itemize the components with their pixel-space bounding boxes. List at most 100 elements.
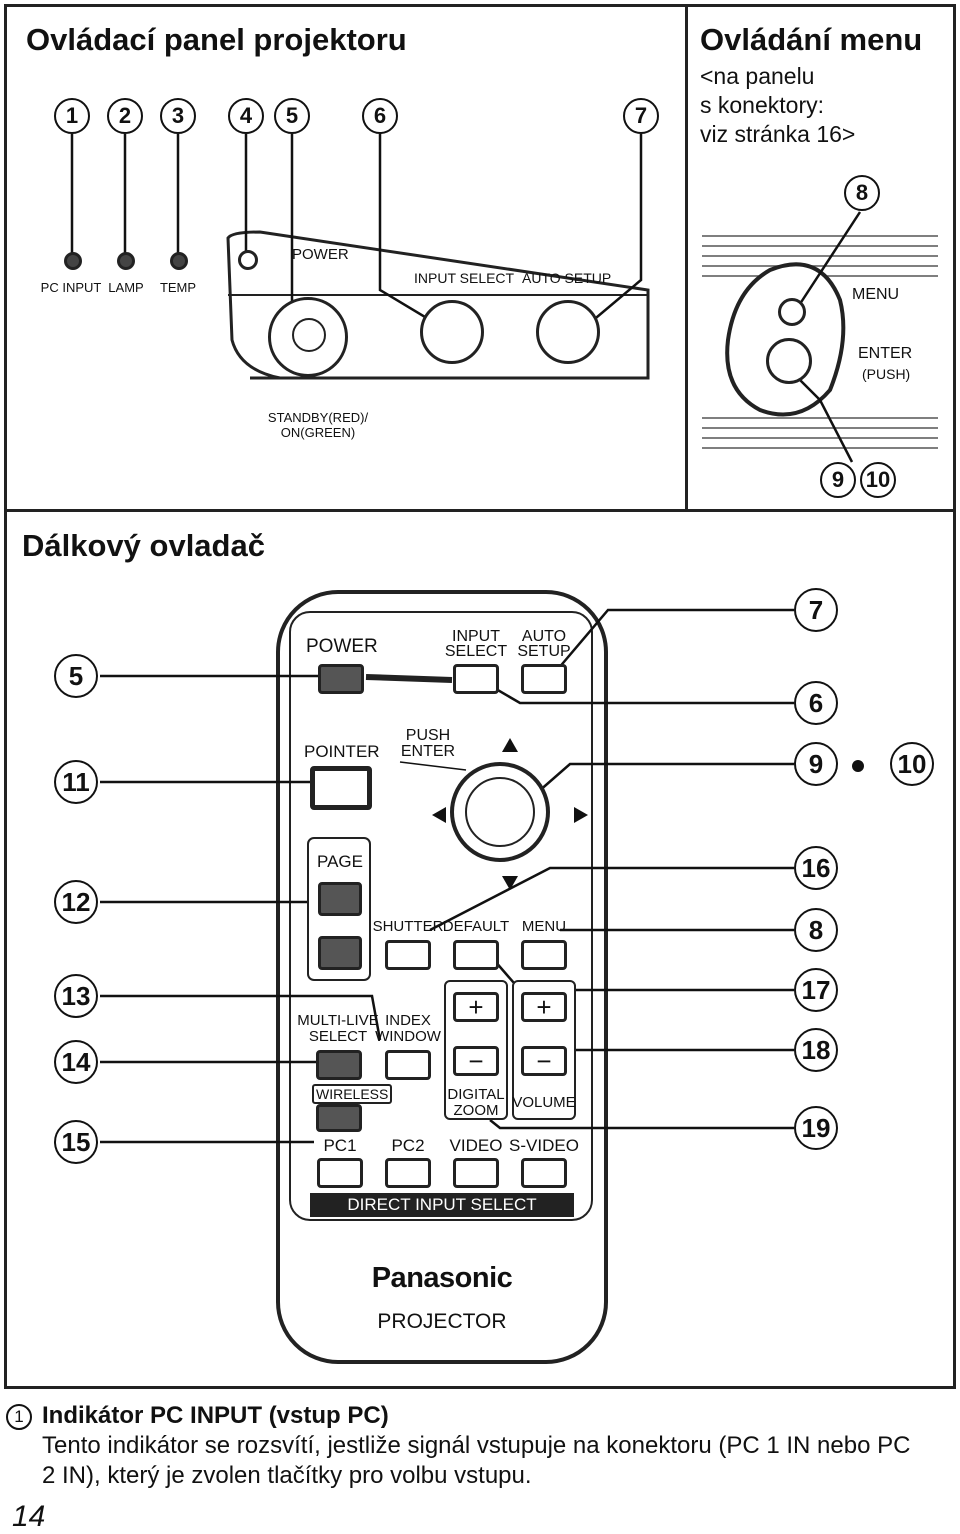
- remote-video-label: VIDEO: [449, 1136, 503, 1155]
- pc-input-label: PC INPUT: [40, 280, 102, 295]
- remote-page-label: PAGE: [317, 852, 363, 871]
- callout-remote-8: 8: [794, 908, 838, 952]
- remote-digital-label-2: ZOOM: [453, 1102, 499, 1119]
- remote-pointer-button[interactable]: [310, 766, 372, 810]
- panel-auto-setup-label: AUTO SETUP: [522, 270, 612, 286]
- remote-push-label: PUSH: [405, 727, 451, 744]
- panel-power-button[interactable]: [268, 297, 348, 377]
- panel-menu-button[interactable]: [778, 298, 806, 326]
- callout-remote-5: 5: [54, 654, 98, 698]
- desc-callout-1: 1: [6, 1404, 32, 1430]
- callout-6: 6: [362, 98, 398, 134]
- remote-wireless-button[interactable]: [316, 1104, 362, 1132]
- remote-index-label-2: WINDOW: [375, 1028, 441, 1045]
- panel-auto-setup-button[interactable]: [536, 300, 600, 364]
- callout-remote-12: 12: [54, 880, 98, 924]
- pc-input-indicator: [64, 252, 82, 270]
- callout-remote-9: 9: [794, 742, 838, 786]
- remote-volume-plus-button[interactable]: +: [521, 992, 567, 1022]
- standby-label-2: ON(GREEN): [280, 425, 356, 440]
- page-number: 14: [12, 1500, 46, 1533]
- desc-line-2: 2 IN), který je zvolen tlačítky pro volb…: [42, 1462, 532, 1489]
- standby-label-1: STANDBY(RED)/: [267, 410, 369, 425]
- remote-pc2-button[interactable]: [385, 1158, 431, 1188]
- callout-enter-10: 10: [860, 462, 896, 498]
- remote-pc1-label: PC1: [323, 1136, 357, 1155]
- callout-5: 5: [274, 98, 310, 134]
- remote-index-window-button[interactable]: [385, 1050, 431, 1080]
- temp-indicator: [170, 252, 188, 270]
- callout-1: 1: [54, 98, 90, 134]
- panel-title: Ovládací panel projektoru: [26, 22, 407, 57]
- remote-default-button[interactable]: [453, 940, 499, 970]
- remote-auto-setup-label-1: AUTO: [521, 628, 567, 645]
- callout-3: 3: [160, 98, 196, 134]
- desc-heading: Indikátor PC INPUT (vstup PC): [42, 1402, 389, 1429]
- direct-input-select-label: DIRECT INPUT SELECT: [310, 1193, 574, 1217]
- remote-input-select-button[interactable]: [453, 664, 499, 694]
- remote-svideo-label: S-VIDEO: [509, 1136, 579, 1155]
- panel-power-label: POWER: [292, 246, 349, 263]
- remote-video-button[interactable]: [453, 1158, 499, 1188]
- remote-zoom-minus-button[interactable]: −: [453, 1046, 499, 1076]
- power-icon: [292, 318, 326, 352]
- menu-title: Ovládání menu: [700, 22, 923, 57]
- remote-volume-minus-button[interactable]: −: [521, 1046, 567, 1076]
- remote-wireless-label: WIRELESS: [312, 1084, 393, 1104]
- callout-remote-7: 7: [794, 588, 838, 632]
- remote-input-select-label-1: INPUT: [452, 628, 500, 645]
- remote-auto-setup-label-2: SETUP: [517, 643, 571, 660]
- callout-remote-17: 17: [794, 968, 838, 1012]
- callout-enter-9: 9: [820, 462, 856, 498]
- remote-menu-button[interactable]: [521, 940, 567, 970]
- remote-multi-live-label-1: MULTI-LIVE: [297, 1012, 379, 1029]
- callout-remote-16: 16: [794, 846, 838, 890]
- panel-input-select-label: INPUT SELECT: [414, 270, 515, 286]
- remote-multi-live-button[interactable]: [316, 1050, 362, 1080]
- remote-volume-label: VOLUME: [512, 1094, 576, 1111]
- remote-digital-label-1: DIGITAL: [447, 1086, 505, 1103]
- panel-enter-button[interactable]: [766, 338, 812, 384]
- remote-zoom-plus-button[interactable]: +: [453, 992, 499, 1022]
- desc-line-1: Tento indikátor se rozsvítí, jestliže si…: [42, 1432, 911, 1459]
- panasonic-logo: Panasonic: [371, 1262, 513, 1294]
- remote-shutter-label: SHUTTER: [372, 918, 444, 935]
- panel-enter-label: ENTER: [858, 345, 913, 362]
- remote-page-down-button[interactable]: [318, 936, 362, 970]
- panel-push-label: (PUSH): [862, 366, 911, 382]
- callout-remote-11: 11: [54, 760, 98, 804]
- remote-pointer-label: POINTER: [304, 742, 380, 761]
- remote-power-button[interactable]: [318, 664, 364, 694]
- remote-input-select-label-2: SELECT: [444, 643, 508, 660]
- callout-7: 7: [623, 98, 659, 134]
- menu-subtitle: <na panelu s konektory: viz stránka 16>: [700, 62, 855, 149]
- callout-remote-14: 14: [54, 1040, 98, 1084]
- callout-menu-8: 8: [844, 175, 880, 211]
- panel-menu-label: MENU: [852, 286, 900, 303]
- remote-svideo-button[interactable]: [521, 1158, 567, 1188]
- callout-2: 2: [107, 98, 143, 134]
- lamp-indicator: [117, 252, 135, 270]
- remote-page-up-button[interactable]: [318, 882, 362, 916]
- menu-subtitle-line3: viz stránka 16>: [700, 121, 856, 147]
- remote-shutter-button[interactable]: [385, 940, 431, 970]
- panel-input-select-button[interactable]: [420, 300, 484, 364]
- callout-remote-18: 18: [794, 1028, 838, 1072]
- lamp-label: LAMP: [108, 280, 144, 295]
- callout-remote-19: 19: [794, 1106, 838, 1150]
- callout-remote-13: 13: [54, 974, 98, 1018]
- remote-default-label: DEFAULT: [442, 918, 510, 935]
- temp-label: TEMP: [159, 280, 197, 295]
- remote-auto-setup-button[interactable]: [521, 664, 567, 694]
- remote-pc1-button[interactable]: [317, 1158, 363, 1188]
- remote-frame: [4, 509, 956, 1389]
- remote-pc2-label: PC2: [391, 1136, 425, 1155]
- remote-multi-live-label-2: SELECT: [308, 1028, 368, 1045]
- remote-menu-label: MENU: [521, 918, 567, 935]
- menu-subtitle-line1: <na panelu: [700, 63, 815, 89]
- standby-indicator: [238, 250, 258, 270]
- remote-title: Dálkový ovladač: [22, 528, 265, 563]
- callout-remote-6: 6: [794, 681, 838, 725]
- remote-index-label-1: INDEX: [385, 1012, 431, 1029]
- remote-power-label: POWER: [306, 636, 378, 657]
